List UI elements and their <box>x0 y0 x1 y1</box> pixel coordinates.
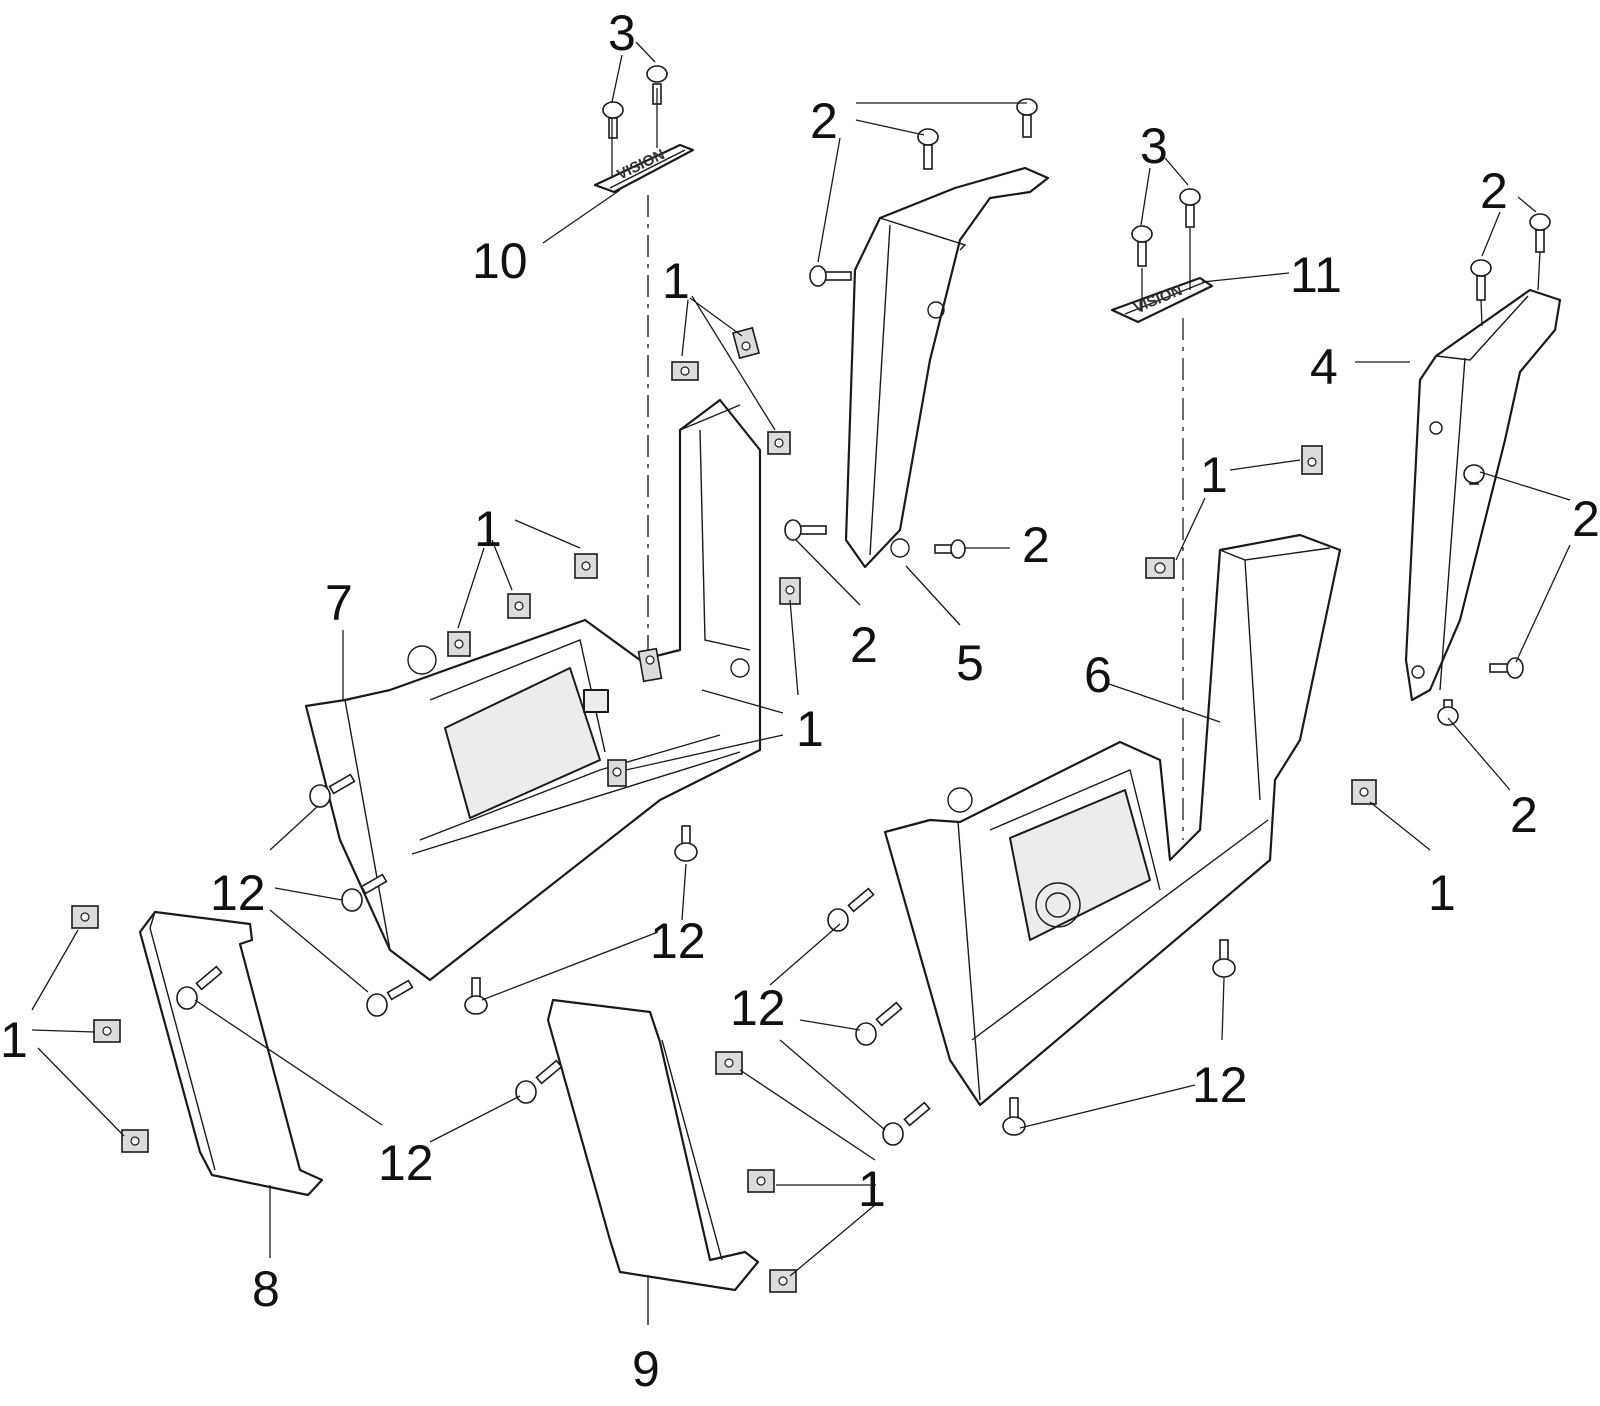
callout-labels: 3 10 1 2 3 11 2 4 1 7 2 2 5 1 6 2 1 2 1 … <box>0 5 1600 1397</box>
callout-11: 11 <box>1290 247 1342 303</box>
callout-2: 2 <box>1510 787 1538 843</box>
clip-nut-icon <box>715 1051 743 1075</box>
clip-nut-icon <box>637 647 663 683</box>
callout-1: 1 <box>474 501 502 557</box>
screw-icon <box>917 128 939 170</box>
screw-icon <box>1016 98 1038 138</box>
callout-2: 2 <box>850 617 878 673</box>
callout-2: 2 <box>1022 517 1050 573</box>
screw-icon <box>1463 464 1485 485</box>
badge-plate-right: VISION <box>1110 276 1214 324</box>
left-lower-panel <box>304 398 762 982</box>
screw-icon <box>309 773 356 808</box>
clip-nut-icon <box>747 1169 775 1193</box>
clip-nut-icon <box>1145 557 1175 579</box>
screw-icon <box>827 887 875 932</box>
callout-12: 12 <box>650 913 706 969</box>
badge-plate-left: VISION <box>593 143 695 194</box>
clip-nut-icon <box>731 326 761 360</box>
screw-icon <box>1529 213 1551 253</box>
callout-1: 1 <box>1200 447 1228 503</box>
callout-1: 1 <box>0 1012 28 1068</box>
screw-icon <box>1131 225 1153 267</box>
callout-2: 2 <box>810 93 838 149</box>
callout-4: 4 <box>1310 339 1338 395</box>
callout-12: 12 <box>730 980 786 1036</box>
callout-12: 12 <box>210 865 266 921</box>
screw-icon <box>784 519 827 541</box>
clip-nut-icon <box>1351 779 1377 805</box>
callout-8: 8 <box>252 1261 280 1317</box>
callout-3: 3 <box>608 5 636 61</box>
screw-icon <box>176 965 223 1010</box>
upper-right-trim <box>1404 288 1562 702</box>
screw-icon <box>515 1059 563 1104</box>
callout-1: 1 <box>1428 865 1456 921</box>
upper-left-trim <box>844 166 1050 569</box>
clip-nut-icon <box>121 1129 149 1153</box>
callout-2: 2 <box>1572 491 1600 547</box>
callout-7: 7 <box>325 575 353 631</box>
callout-12: 12 <box>378 1135 434 1191</box>
screw-icon <box>1489 657 1524 679</box>
screw-icon <box>882 1101 931 1146</box>
lower-left-cover-plate <box>138 910 324 1197</box>
clip-nut-icon <box>507 593 531 619</box>
callout-1: 1 <box>796 701 824 757</box>
screw-icon <box>1179 188 1201 228</box>
callout-1: 1 <box>662 253 690 309</box>
screw-icon <box>1212 939 1236 978</box>
screw-icon <box>1470 259 1492 301</box>
screw-icon <box>809 265 852 287</box>
callout-9: 9 <box>632 1341 660 1397</box>
clip-nut-icon <box>574 553 598 579</box>
callout-3: 3 <box>1140 118 1168 174</box>
leader-lines <box>31 41 1571 1325</box>
callout-12: 12 <box>1192 1057 1248 1113</box>
screw-icon <box>464 977 488 1015</box>
clip-nut-icon <box>607 759 627 787</box>
screw-icon <box>855 1001 903 1046</box>
screw-group <box>176 65 1551 1146</box>
screw-icon <box>934 539 966 559</box>
clip-nut-icon <box>1301 445 1323 475</box>
callout-10: 10 <box>472 233 528 289</box>
screw-icon <box>602 101 624 139</box>
screw-icon <box>1002 1097 1026 1136</box>
clip-nut-icon <box>447 631 471 657</box>
callout-5: 5 <box>956 635 984 691</box>
clip-nut-icon <box>671 361 699 381</box>
right-lower-panel <box>883 533 1342 1107</box>
callout-1: 1 <box>858 1161 886 1217</box>
callout-2: 2 <box>1480 163 1508 219</box>
clip-nut-icon <box>93 1019 121 1043</box>
screw-icon <box>366 979 414 1017</box>
clip-nut-icon <box>767 431 791 455</box>
screw-icon <box>1437 699 1459 726</box>
clip-nut-icon <box>71 905 99 929</box>
screw-icon <box>674 825 698 862</box>
lower-middle-cover-plate <box>546 998 760 1292</box>
clip-nut-icon <box>779 577 801 605</box>
clip-nut-group <box>71 326 1377 1293</box>
clip-nut-icon <box>769 1269 797 1293</box>
callout-6: 6 <box>1084 647 1112 703</box>
